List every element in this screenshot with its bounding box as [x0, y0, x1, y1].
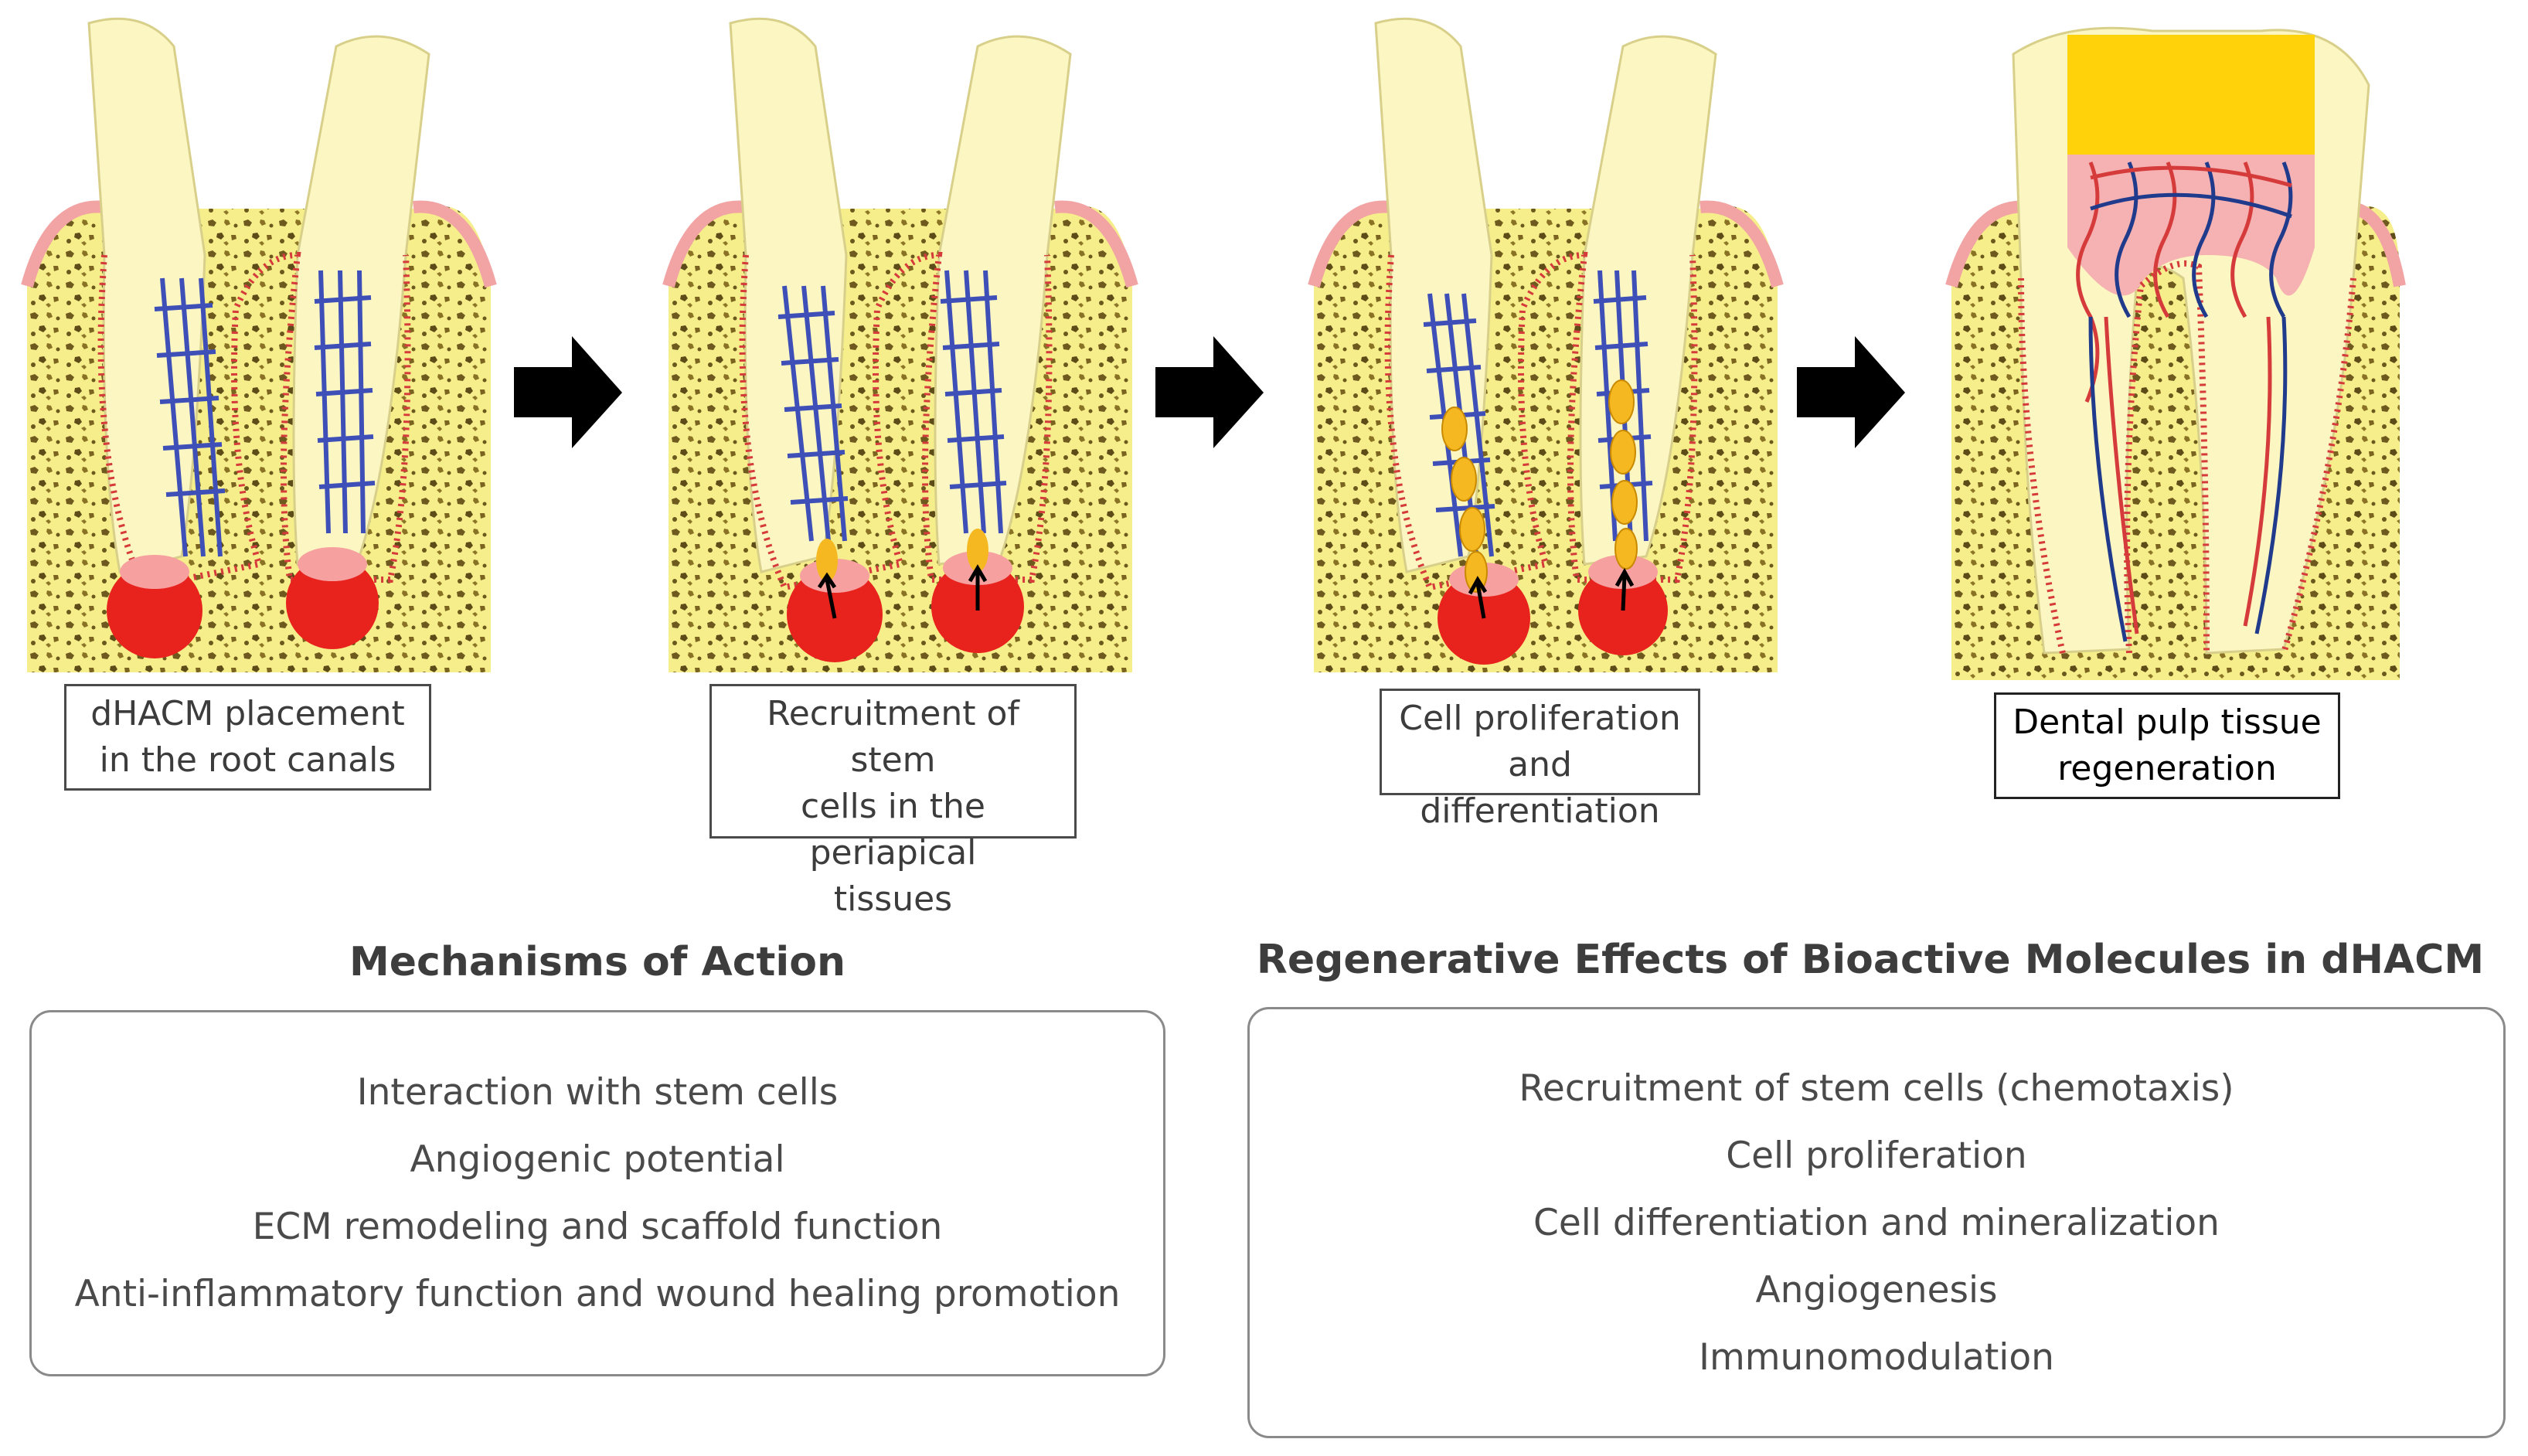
tooth-diagram — [1308, 17, 1784, 672]
stage-4-label-line2: regeneration — [2057, 749, 2277, 788]
dhacm-scaffold-right — [940, 270, 1007, 534]
stage-3-label: Cell proliferation and differentiation — [1380, 689, 1700, 831]
stage-3-label-line2: and differentiation — [1420, 745, 1660, 831]
tooth-diagram — [662, 17, 1138, 672]
stage-2-diagram — [662, 17, 1138, 672]
stage-2-label: Recruitment of stem cells in the periapi… — [709, 684, 1077, 919]
stage-1-label: dHACM placement in the root canals — [64, 684, 431, 791]
mechanism-item: ECM remodeling and scaffold function — [252, 1206, 943, 1248]
migration-arrows — [1468, 567, 1635, 619]
dhacm-scaffold-left — [777, 285, 849, 542]
dhacm-scaffold-left — [154, 277, 226, 557]
regenerated-vessels — [2076, 162, 2293, 642]
regeneration-process-illustration — [21, 17, 2406, 680]
stem-cells — [816, 529, 988, 619]
tooth-diagram — [1945, 26, 2406, 680]
arrow-icon-2 — [1155, 336, 1264, 448]
dhacm-scaffold-right — [314, 270, 376, 534]
proliferating-cells — [1441, 379, 1638, 593]
stage-4-diagram — [1945, 26, 2406, 680]
stage-1-label-line2: in the root canals — [99, 740, 396, 780]
arrow-icon-3 — [1797, 336, 1905, 448]
mechanism-item: Interaction with stem cells — [356, 1071, 839, 1114]
effect-item: Recruitment of stem cells (chemotaxis) — [1519, 1066, 2234, 1110]
effect-item: Angiogenesis — [1755, 1268, 1998, 1311]
stage-1-label-line1: dHACM placement — [90, 694, 405, 733]
effect-item: Cell proliferation — [1726, 1134, 2027, 1177]
mechanism-item: Anti-inflammatory function and wound hea… — [74, 1273, 1121, 1315]
arrow-icon-1 — [514, 336, 622, 448]
mechanisms-title: Mechanisms of Action — [349, 939, 846, 985]
stage-1-diagram — [21, 17, 497, 672]
stage-4-label: Dental pulp tissue regeneration — [1994, 692, 2340, 799]
effect-item: Immunomodulation — [1699, 1335, 2054, 1379]
mechanisms-panel: Interaction with stem cells Angiogenic p… — [29, 1010, 1165, 1376]
effect-item: Cell differentiation and mineralization — [1533, 1201, 2220, 1244]
stage-2-label-line2: cells in the periapical — [801, 787, 985, 873]
stage-2-label-line3: tissues — [833, 879, 953, 919]
stage-3-diagram — [1308, 17, 1784, 672]
stage-2-label-line1: Recruitment of stem — [767, 694, 1019, 780]
mechanism-item: Angiogenic potential — [410, 1138, 785, 1181]
stage-3-label-line1: Cell proliferation — [1399, 699, 1681, 738]
effects-panel: Recruitment of stem cells (chemotaxis) C… — [1247, 1007, 2506, 1438]
stage-4-label-line1: Dental pulp tissue — [2013, 702, 2322, 742]
effects-title: Regenerative Effects of Bioactive Molecu… — [1256, 937, 2485, 983]
tooth-diagram — [21, 17, 497, 672]
